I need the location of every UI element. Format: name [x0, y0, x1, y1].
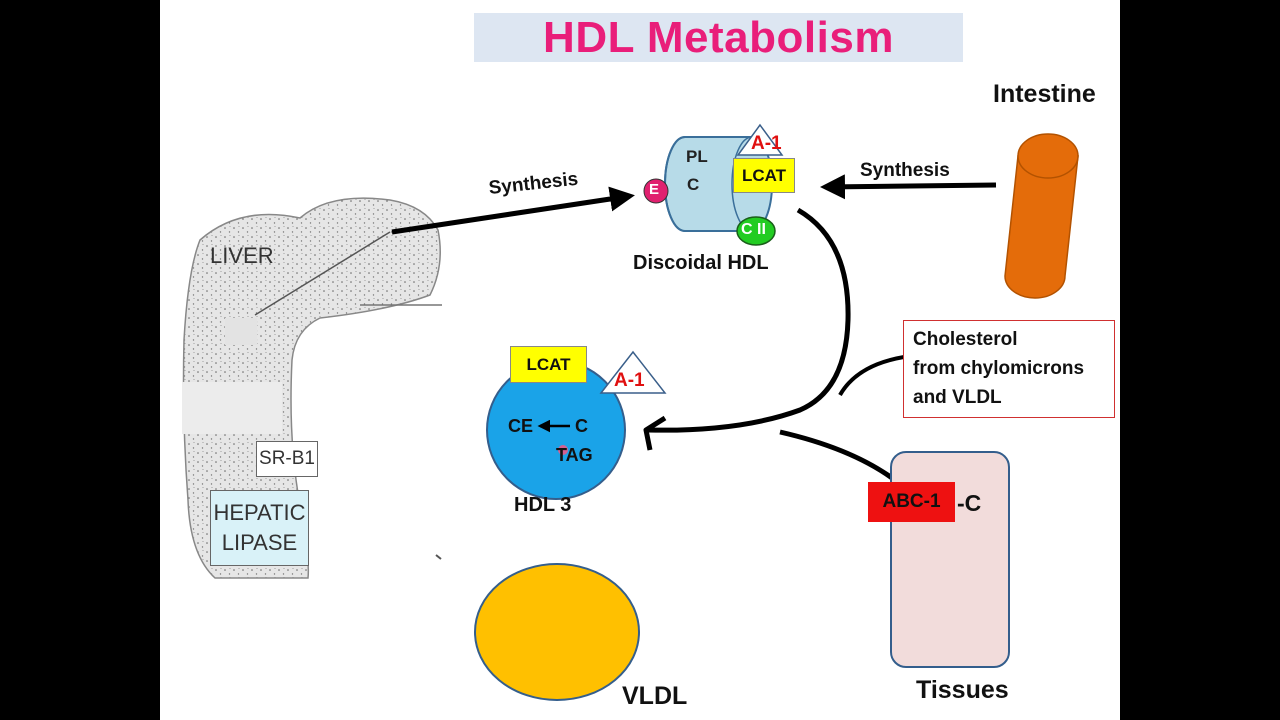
- discoidal-lcat-box: LCAT: [733, 158, 795, 193]
- synthesis-label-right: Synthesis: [860, 160, 950, 181]
- intestine-cylinder: [1004, 155, 1079, 299]
- liver-patch: [225, 318, 257, 345]
- hdl3-a1-label: A-1: [614, 370, 645, 391]
- liver-tick: [435, 554, 442, 560]
- cholesterol-source-box: Cholesterol from chylomicrons and VLDL: [903, 320, 1115, 418]
- hepatic-lipase-line-2: LIPASE: [221, 530, 298, 555]
- hepatic-lipase-box: HEPATIC LIPASE: [210, 490, 309, 566]
- cursor-dot: [558, 445, 568, 455]
- page-title: HDL Metabolism: [543, 12, 894, 62]
- hdl3-label: HDL 3: [514, 494, 572, 516]
- discoidal-c-label: C: [687, 175, 700, 194]
- synthesis-arrow-right: [820, 174, 997, 200]
- intestine-label: Intestine: [993, 80, 1096, 108]
- abc1-box: ABC-1: [868, 482, 955, 522]
- discoidal-a1-triangle: [736, 123, 784, 156]
- hdl3-arrowhead: [643, 415, 667, 451]
- hdl3-c-label: C: [575, 416, 588, 436]
- vldl-ellipse: [474, 563, 640, 701]
- discoidal-hdl-label: Discoidal HDL: [633, 252, 769, 274]
- discoidal-a1-label: A-1: [751, 133, 782, 154]
- tissues-label: Tissues: [916, 676, 1009, 704]
- title-banner: HDL Metabolism: [474, 13, 963, 62]
- cholesterol-line-2: from chylomicrons: [913, 358, 1085, 379]
- liver-line: [254, 231, 391, 316]
- hepatic-lipase-line-1: HEPATIC: [213, 500, 306, 525]
- vldl-label: VLDL: [622, 682, 688, 710]
- liver-label: LIVER: [210, 243, 274, 268]
- hdl3-tag-label: TAG: [556, 445, 593, 465]
- tissue-flow-line: [779, 429, 894, 481]
- cholesterol-line-3: and VLDL: [913, 387, 1002, 408]
- sr-b1-box: SR-B1: [256, 441, 318, 477]
- hdl3-ce-label: CE: [508, 416, 534, 436]
- synthesis-arrow-left: [391, 186, 635, 235]
- apo-c2-label: C II: [741, 221, 766, 238]
- slide: HDL Metabolism Intestine Synthesis Synth…: [160, 0, 1120, 720]
- hdl3-a1-triangle: [599, 350, 667, 394]
- apo-c2-ellipse: [736, 216, 776, 246]
- liver-shape: [182, 197, 441, 579]
- intestine-top: [1017, 133, 1079, 179]
- discoidal-pl-label: PL: [686, 147, 708, 166]
- apo-e-circle: [643, 178, 669, 204]
- cholesterol-line-1: Cholesterol: [913, 329, 1018, 350]
- apo-e-label: E: [649, 181, 660, 198]
- cholesterol-flow-curve: [647, 207, 851, 433]
- tissue-cholesterol-suffix: -C: [957, 490, 982, 516]
- liver-patch-2: [182, 382, 282, 434]
- hdl3-lcat-box: LCAT: [510, 346, 587, 383]
